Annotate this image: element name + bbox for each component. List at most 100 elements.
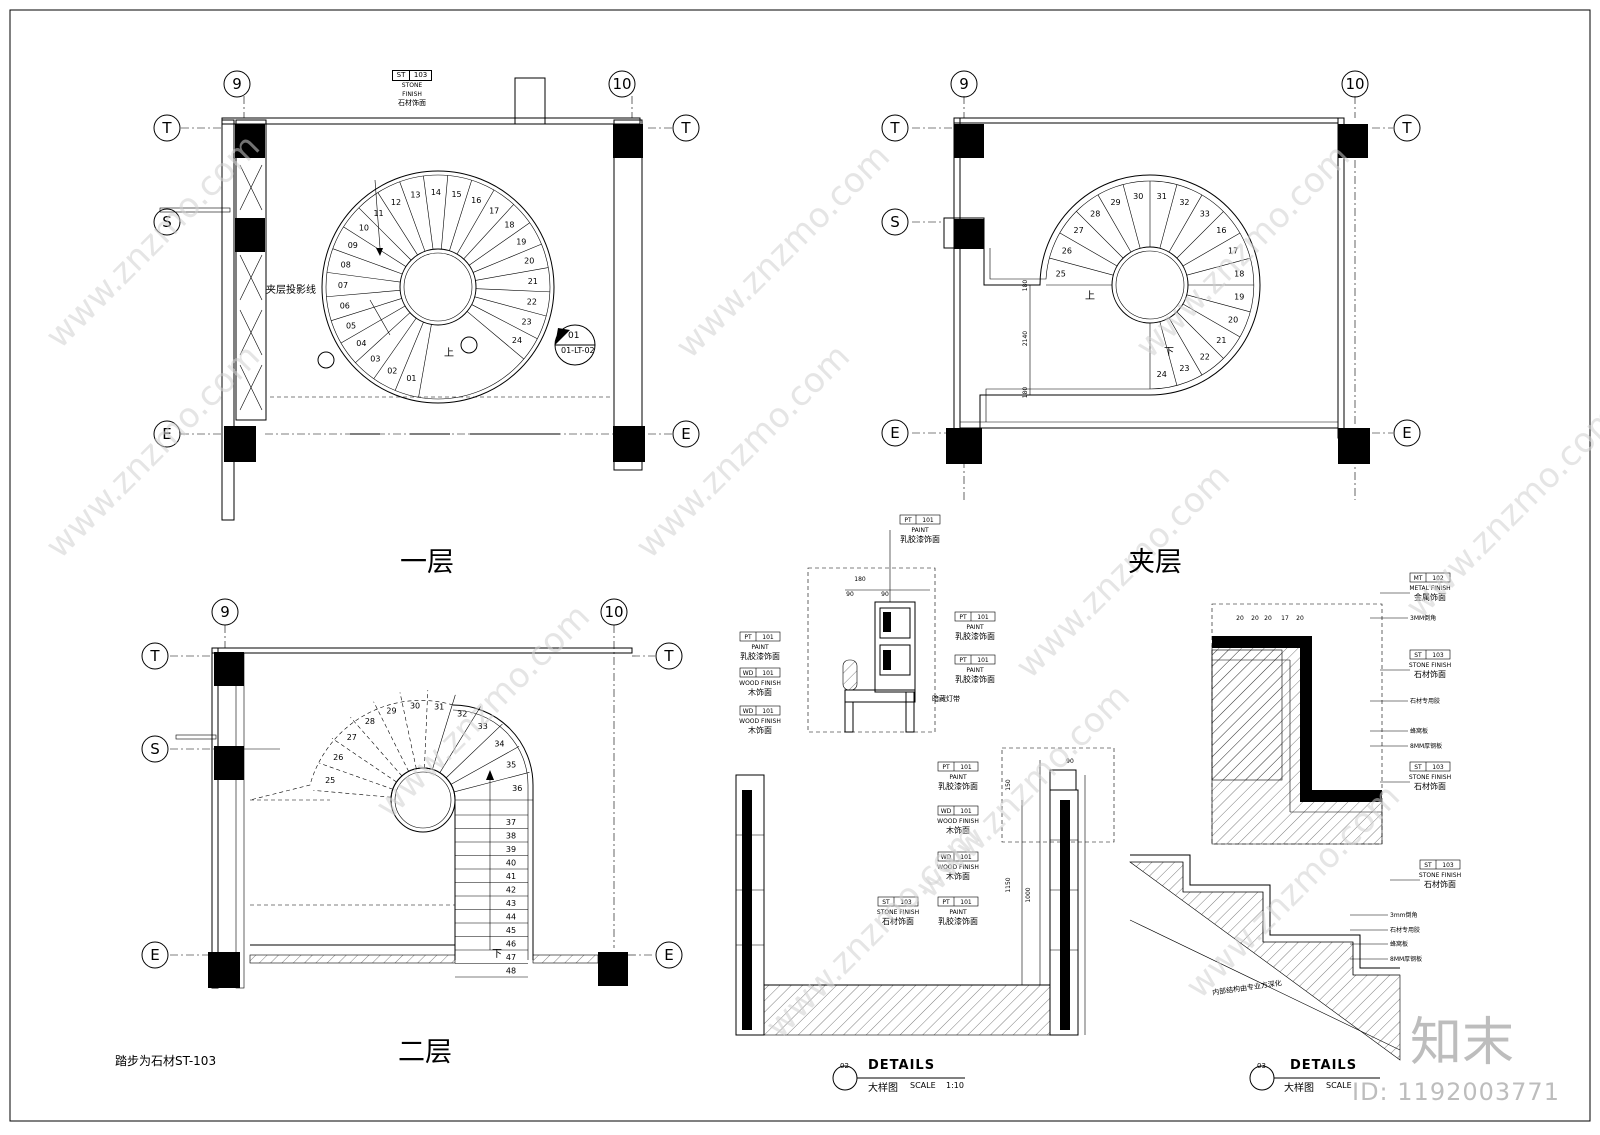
grid-bubble-col xyxy=(223,70,251,98)
tag-box xyxy=(739,705,781,716)
tag-cn: 乳胶漆饰面 xyxy=(938,781,978,791)
stair-tread xyxy=(475,288,550,293)
dimension: 90 xyxy=(846,591,854,598)
detail-label: 8MM厚钢板 xyxy=(1410,742,1442,750)
step-number: 40 xyxy=(506,859,516,868)
column xyxy=(613,124,643,158)
grid-bubble-row-label: E xyxy=(150,946,159,964)
step-number: 13 xyxy=(410,191,420,200)
step-number: 15 xyxy=(451,190,461,199)
stair-tread xyxy=(1159,184,1178,249)
stair-tread xyxy=(332,248,403,275)
dimension: 17 xyxy=(1281,615,1289,622)
step-number: 39 xyxy=(506,845,516,854)
step-number: 30 xyxy=(1133,192,1143,201)
stair-tread xyxy=(1182,232,1241,267)
tag-num: 103 xyxy=(1432,764,1444,771)
detail-label: 3mm倒角 xyxy=(1390,911,1418,919)
stair-tread xyxy=(331,298,402,321)
grid-bubble-col-label: 10 xyxy=(1345,75,1364,93)
grid-bubble-row xyxy=(1393,114,1421,142)
stair-tread xyxy=(432,694,456,770)
step-number: 38 xyxy=(506,832,516,841)
tag-en: PAINT xyxy=(949,909,967,916)
column xyxy=(235,124,265,158)
tag-en: PAINT xyxy=(949,774,967,781)
grid-bubble-row xyxy=(141,735,169,763)
step-number: 25 xyxy=(1056,269,1066,278)
grid-bubble-row xyxy=(672,420,700,448)
tag-en: STONE FINISH xyxy=(1409,662,1451,669)
step-number: 26 xyxy=(333,753,343,762)
grid-bubble-col xyxy=(950,70,978,98)
tag-box xyxy=(739,667,781,678)
stair-tread xyxy=(326,272,401,283)
step-number: 25 xyxy=(325,776,335,785)
tag-cn: 木饰面 xyxy=(946,825,970,835)
tag-num: 102 xyxy=(1432,575,1444,582)
column xyxy=(954,124,984,158)
grid-bubble-col xyxy=(211,598,239,626)
dimension: 20 xyxy=(1251,615,1259,622)
step-number: 29 xyxy=(386,706,396,715)
step-number: 22 xyxy=(527,297,537,306)
tag-box xyxy=(937,761,979,772)
tag-code: PT xyxy=(942,764,950,771)
tag-en: WOOD FINISH xyxy=(937,818,979,825)
step-number: 18 xyxy=(1234,269,1244,278)
tag-code: PT xyxy=(904,517,912,524)
tag-box xyxy=(937,896,979,907)
stair-tread xyxy=(423,175,434,250)
step-number: 28 xyxy=(1090,210,1100,219)
tag-box xyxy=(899,514,941,525)
stair-tread xyxy=(399,692,417,769)
grid-bubble-row xyxy=(1393,419,1421,447)
tag-code: MT xyxy=(1414,575,1423,582)
step-number: 21 xyxy=(528,277,538,286)
stair-tread xyxy=(358,207,412,261)
stair-tread xyxy=(450,746,520,785)
column xyxy=(214,746,244,780)
tag-num: 101 xyxy=(762,708,774,715)
detail-02 xyxy=(735,530,1115,1091)
tag-num: 101 xyxy=(922,517,934,524)
detail-label: 蜂窝板 xyxy=(1390,940,1408,948)
dimension: 90 xyxy=(1066,758,1074,765)
grid-bubble-row xyxy=(881,419,909,447)
grid-bubble-row xyxy=(672,114,700,142)
grid-bubble-row-label: S xyxy=(890,213,900,231)
stair-tread xyxy=(474,296,547,317)
step-number: 11 xyxy=(373,209,383,218)
step-number: 27 xyxy=(1074,226,1084,235)
tag-box xyxy=(739,631,781,642)
stair-tread xyxy=(1176,211,1224,259)
stair-tread xyxy=(313,790,392,798)
grid-bubble-row-label: E xyxy=(1402,424,1411,442)
stair-tread xyxy=(340,305,406,344)
step-number: 03 xyxy=(370,354,380,363)
step-number: 07 xyxy=(338,281,348,290)
step-number: 04 xyxy=(356,339,366,348)
tag-en: STONE FINISH xyxy=(877,909,919,916)
tag-en: WOOD FINISH xyxy=(739,718,781,725)
step-number: 26 xyxy=(1062,247,1072,256)
detail-label: 8MM厚钢板 xyxy=(1390,955,1422,963)
step-number: 17 xyxy=(1228,247,1238,256)
column xyxy=(208,952,240,988)
grid-bubble-col-label: 9 xyxy=(220,603,230,621)
dimension: 90 xyxy=(881,591,889,598)
tag-code: PT xyxy=(942,899,950,906)
tag-cn: 石材饰面 xyxy=(1424,879,1456,889)
tag-code: PT xyxy=(959,614,967,621)
stair-tread xyxy=(439,706,482,773)
tag-en: PAINT xyxy=(911,527,929,534)
column xyxy=(214,652,244,686)
tag-num: 101 xyxy=(762,670,774,677)
column xyxy=(1338,124,1368,158)
watermark-text: www.znzmo.com xyxy=(668,136,898,366)
step-number: 31 xyxy=(1157,192,1167,201)
